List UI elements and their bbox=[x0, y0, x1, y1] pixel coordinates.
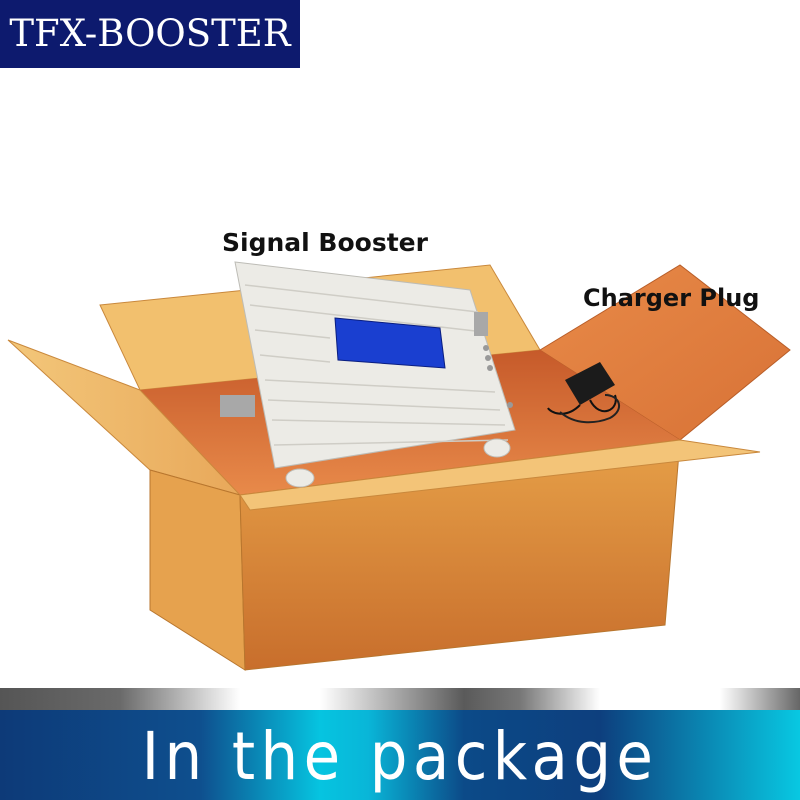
antenna-connector-left bbox=[220, 395, 255, 417]
bottom-banner: In the package bbox=[0, 710, 800, 800]
banner-title: In the package bbox=[141, 718, 659, 795]
signal-booster-label: Signal Booster bbox=[222, 228, 428, 257]
mounting-tab bbox=[483, 438, 511, 458]
charger-plug bbox=[547, 362, 620, 424]
charger-plug-label: Charger Plug bbox=[583, 284, 760, 312]
brand-logo: TFX-BOOSTER bbox=[0, 0, 300, 68]
antenna-connector-right bbox=[474, 312, 488, 336]
mounting-tab bbox=[285, 468, 315, 488]
lcd-screen bbox=[334, 317, 446, 369]
chrome-stripe bbox=[0, 688, 800, 710]
signal-booster-device bbox=[220, 261, 516, 488]
